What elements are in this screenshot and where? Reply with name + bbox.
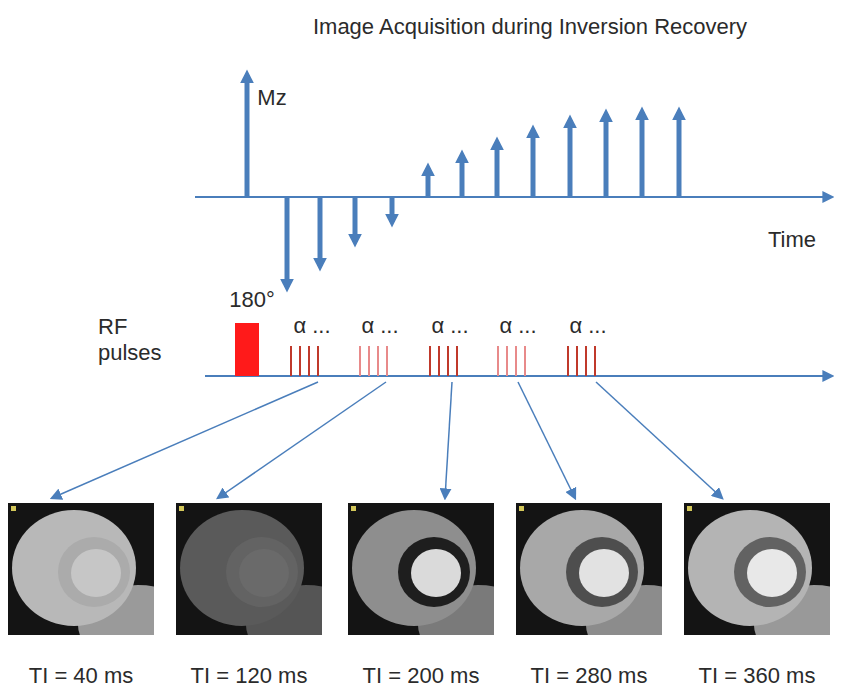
magnetization-arrow — [460, 155, 465, 197]
title: Image Acquisition during Inversion Recov… — [313, 14, 747, 40]
alpha-pulse — [368, 346, 370, 376]
magnetization-arrow — [285, 197, 290, 287]
leader-arrow — [445, 382, 452, 498]
magnetization-arrow — [426, 168, 431, 197]
inversion-time: TI = 120 ms — [191, 663, 308, 689]
alpha-pulse — [290, 346, 292, 376]
leader-arrow — [52, 382, 318, 498]
pulse-label: α ... — [361, 313, 398, 339]
pulse-label: α ... — [569, 313, 606, 339]
alpha-pulse — [497, 346, 499, 376]
alpha-pulse — [308, 346, 310, 376]
alpha-pulse — [317, 346, 319, 376]
leader-arrow — [596, 382, 722, 498]
alpha-pulse — [359, 346, 361, 376]
inversion-time: TI = 360 ms — [699, 663, 816, 689]
pulse-label: α ... — [293, 313, 330, 339]
pulse-label: α ... — [431, 313, 468, 339]
pulse-label: α ... — [499, 313, 536, 339]
alpha-pulse — [594, 346, 596, 376]
inversion-time: TI = 40 ms — [29, 663, 134, 689]
row-label: RF pulses — [98, 314, 178, 367]
magnetization-arrow — [568, 120, 573, 197]
alpha-pulse — [438, 346, 440, 376]
inversion-time: TI = 200 ms — [363, 663, 480, 689]
alpha-pulse — [576, 346, 578, 376]
pulse-label: 180° — [229, 287, 275, 313]
mr-image — [348, 503, 494, 635]
alpha-pulse — [386, 346, 388, 376]
inversion-pulse — [235, 323, 259, 376]
alpha-pulse — [567, 346, 569, 376]
mr-image — [8, 503, 154, 635]
magnetization-arrow — [531, 130, 536, 197]
inversion-time: TI = 280 ms — [531, 663, 648, 689]
alpha-pulse — [429, 346, 431, 376]
magnetization-arrow — [245, 75, 250, 197]
axis-label: Mz — [257, 85, 286, 111]
magnetization-arrow — [495, 142, 500, 197]
alpha-pulse — [506, 346, 508, 376]
alpha-pulse — [456, 346, 458, 376]
alpha-pulse — [524, 346, 526, 376]
leader-arrow — [218, 382, 386, 498]
magnetization-arrow — [390, 197, 395, 222]
magnetization-arrow — [604, 114, 609, 197]
mr-image — [684, 503, 830, 635]
alpha-pulse — [585, 346, 587, 376]
mr-image — [176, 503, 322, 635]
time-axis — [195, 196, 832, 198]
leader-arrow — [518, 382, 575, 498]
alpha-pulse — [515, 346, 517, 376]
magnetization-arrow — [318, 197, 323, 266]
magnetization-arrow — [353, 197, 358, 242]
mr-image — [516, 503, 662, 635]
axis-label: Time — [768, 227, 816, 253]
alpha-pulse — [377, 346, 379, 376]
magnetization-arrow — [677, 112, 682, 197]
alpha-pulse — [299, 346, 301, 376]
alpha-pulse — [447, 346, 449, 376]
mz-plot — [195, 75, 832, 287]
magnetization-arrow — [640, 112, 645, 197]
